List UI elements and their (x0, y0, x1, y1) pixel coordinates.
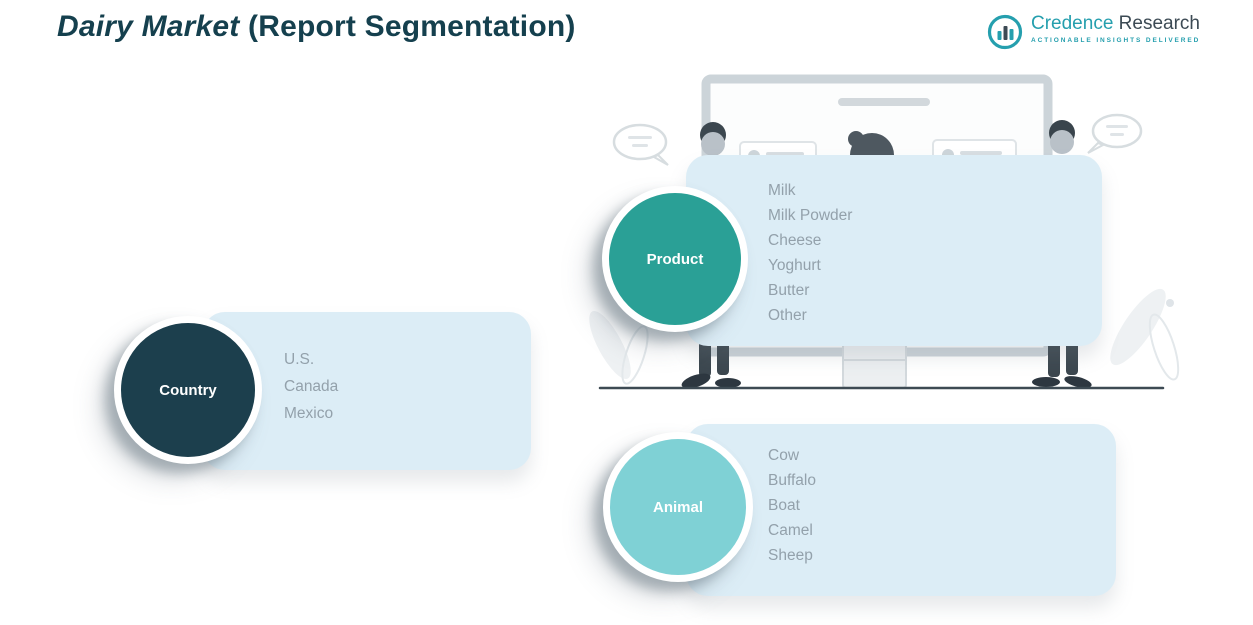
list-item: Canada (284, 378, 339, 395)
product-segment-label: Product (646, 250, 704, 268)
logo-brand-name: Credence Research (1031, 13, 1200, 35)
list-item: Yoghurt (768, 257, 821, 274)
logo-tagline: Actionable Insights Delivered (1031, 37, 1201, 44)
title-market-name: Dairy Market (57, 10, 249, 43)
list-item: Boat (768, 497, 800, 514)
list-item: Buffalo (768, 472, 816, 489)
list-item: Cheese (768, 232, 822, 249)
logo-text: Credence Research Actionable Insights De… (1031, 13, 1200, 44)
list-item: Milk Powder (768, 207, 853, 224)
list-item: Milk (768, 182, 796, 199)
country-segment-circle: Country (114, 316, 262, 464)
logo-brand-secondary: Research (1113, 13, 1200, 34)
leaf-decoration-right (1110, 288, 1180, 381)
product-segment-card (686, 155, 1102, 346)
list-item: Mexico (284, 405, 334, 422)
country-segment-label: Country (159, 381, 217, 399)
bar-chart-logo-icon (987, 14, 1023, 50)
leaf-decoration-left (589, 310, 649, 385)
animal-segment-card (686, 424, 1116, 596)
list-item: U.S. (284, 351, 315, 368)
list-item: Sheep (768, 547, 813, 564)
list-item: Camel (768, 522, 813, 539)
list-item: Other (768, 307, 807, 324)
product-segment-circle: Product (602, 186, 748, 332)
board-stand (842, 339, 907, 389)
logo-brand-primary: Credence (1031, 13, 1114, 34)
list-item: Butter (768, 282, 810, 299)
animal-segment-circle: Animal (603, 432, 753, 582)
speech-bubble-left (612, 123, 669, 166)
product-segment-list: Milk Milk Powder Cheese Yoghurt Butter O… (768, 178, 852, 328)
country-segment-list: U.S. Canada Mexico (284, 346, 338, 427)
title-report-segmentation: (Report Segmentation) (248, 10, 576, 43)
list-item: Cow (768, 447, 800, 464)
credence-research-logo: Credence Research Actionable Insights De… (986, 13, 1200, 51)
speech-bubble-right (1087, 113, 1143, 154)
animal-segment-list: Cow Buffalo Boat Camel Sheep (768, 443, 816, 568)
animal-segment-label: Animal (652, 498, 703, 516)
page-title: Dairy Market (Report Segmentation) (57, 10, 576, 44)
